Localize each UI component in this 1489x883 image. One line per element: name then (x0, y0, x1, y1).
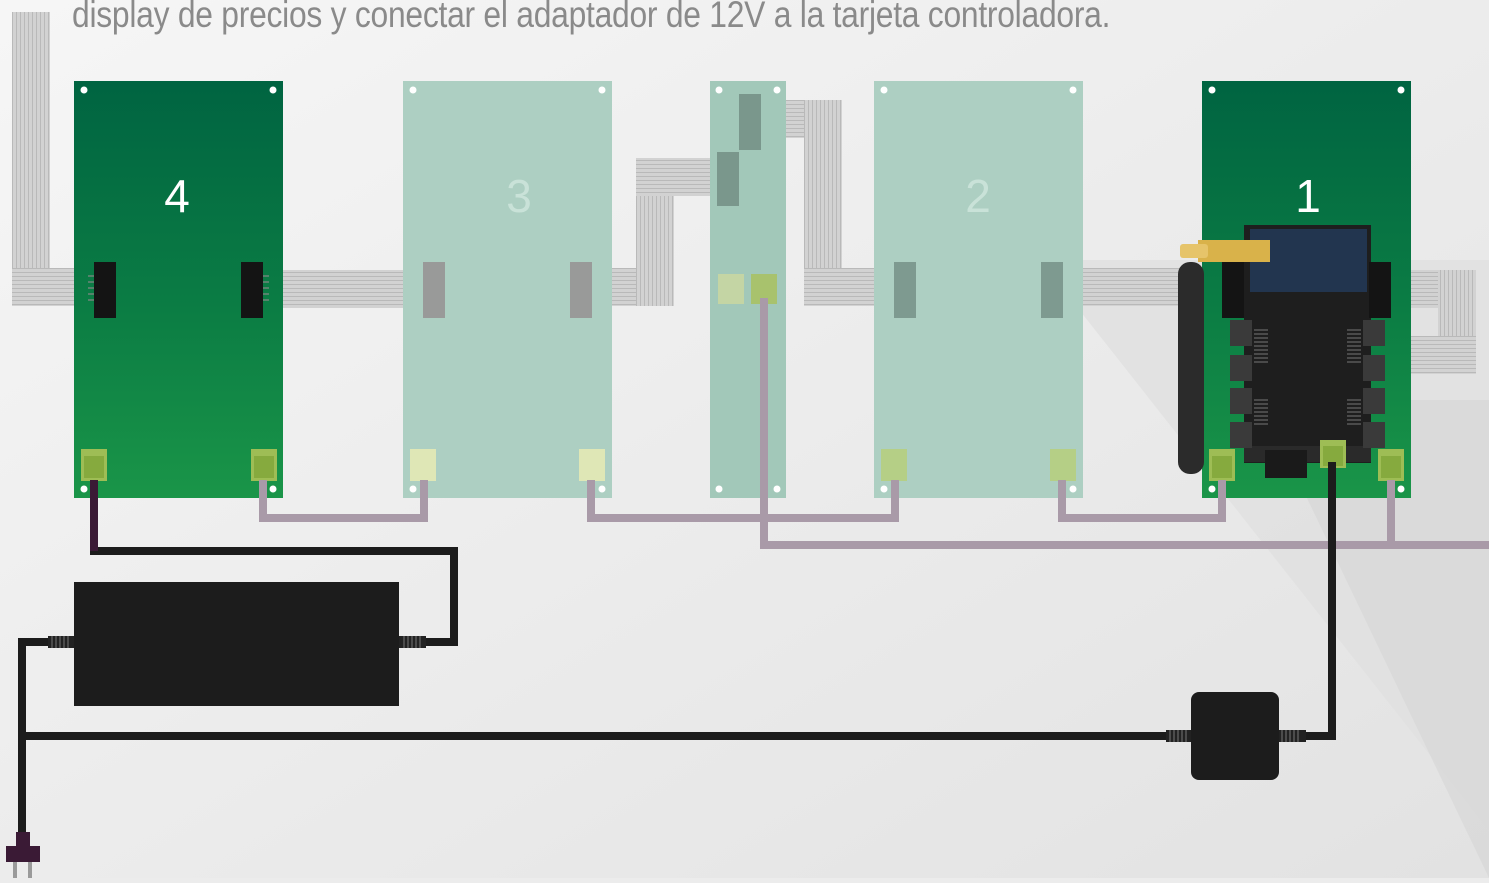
board-number-1: 1 (1295, 170, 1321, 222)
power-plug-icon (6, 832, 40, 878)
hub-board (710, 81, 786, 498)
adapter-12v-icon (1191, 692, 1279, 780)
led-board-3 (403, 81, 612, 498)
instruction-caption: display de precios y conectar el adaptad… (72, 0, 1111, 35)
antenna-icon (1178, 240, 1270, 474)
led-board-2 (874, 81, 1083, 498)
connector-right-board-4 (241, 262, 263, 318)
board-number-4: 4 (164, 170, 190, 222)
connector-left-board-4 (94, 262, 116, 318)
ribbon-cable-4-3 (262, 270, 424, 308)
barrel-jack-icon (48, 636, 1306, 742)
led-board-4 (74, 81, 283, 498)
power-adapter-icon (74, 582, 399, 706)
board-number-2: 2 (965, 170, 991, 222)
signal-wires (259, 298, 1489, 549)
header-connector (1265, 450, 1307, 478)
controller-board (1230, 225, 1391, 478)
board-number-3: 3 (506, 170, 532, 222)
